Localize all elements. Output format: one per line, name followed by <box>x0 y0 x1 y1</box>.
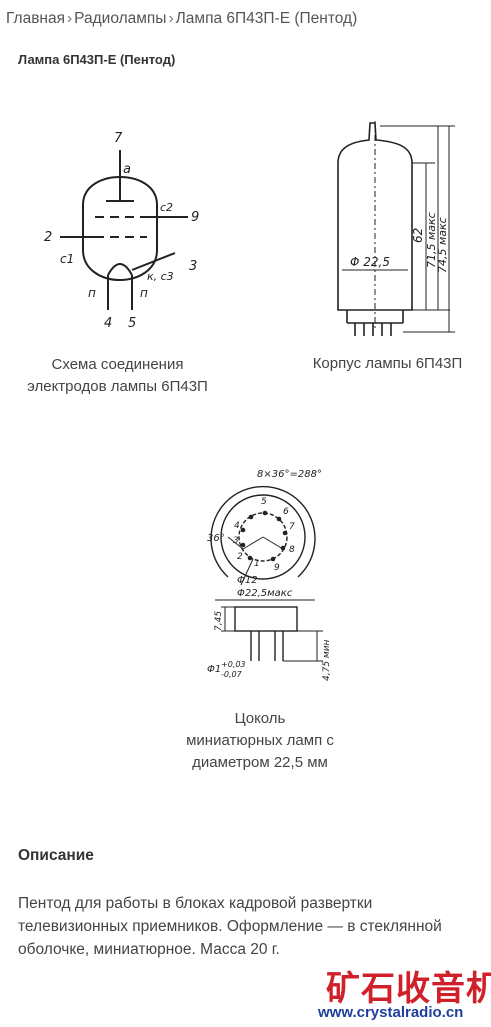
schema-label-k-c3: к, с3 <box>147 270 174 283</box>
tube-body-drawing: Φ 22,5 62 71,5 макс 74,5 макс <box>337 121 455 336</box>
socket-pin-8: 8 <box>289 545 295 555</box>
page-title: Лампа 6П43П-Е (Пентод) <box>18 52 176 67</box>
description-text: Пентод для работы в блоках кадровой разв… <box>18 895 442 958</box>
schema-label-anode: a <box>123 162 131 177</box>
schema-label-pin-9: 9 <box>191 210 199 225</box>
socket-label-angle: 8×36°=288° <box>257 469 322 480</box>
breadcrumb-home-link[interactable]: Главная <box>6 10 65 27</box>
socket-label-diameter: Φ22,5макс <box>237 588 293 599</box>
schema-label-pin-2: 2 <box>44 230 52 245</box>
figure-socket-caption: Цоколь миниатюрных ламп с диаметром 22,5… <box>186 710 334 771</box>
socket-label-circle: Φ12 <box>237 575 258 586</box>
schema-label-pin-3: 3 <box>189 259 197 274</box>
socket-pin-2: 2 <box>237 552 243 562</box>
breadcrumb-separator: › <box>168 10 174 27</box>
socket-drawing: 8×36°=288° 36° 1 2 3 4 5 6 7 8 9 Φ12 Φ22… <box>207 469 332 681</box>
figure-body-caption: Корпус лампы 6П43П <box>312 355 463 372</box>
socket-pin-9: 9 <box>274 563 280 573</box>
socket-label-tol-minus: -0,07 <box>221 670 243 679</box>
schema-label-pin-5: 5 <box>128 316 136 330</box>
breadcrumb: Главная›Радиолампы›Лампа 6П43П-Е (Пентод… <box>6 8 486 30</box>
socket-pin-3: 3 <box>233 536 239 546</box>
schema-label-heater-left: п <box>88 286 96 300</box>
figure-schema: 7 a c2 9 2 c1 к, с3 3 п п 4 5 Схема соед… <box>10 125 225 398</box>
schema-label-c1: c1 <box>60 252 74 266</box>
socket-pin-6: 6 <box>283 507 289 517</box>
body-label-diameter: Φ 22,5 <box>350 255 390 269</box>
body-label-71-5: 71,5 макс <box>425 212 438 268</box>
socket-label-angle-small: 36° <box>207 533 225 544</box>
figure-schema-caption: Схема соединения электродов лампы 6П43П <box>27 356 208 395</box>
schema-label-pin-7: 7 <box>114 131 123 146</box>
socket-pin-4: 4 <box>234 521 240 531</box>
socket-label-pin-len: 4,75 мин <box>322 639 332 681</box>
socket-label-pin-dia: Φ1 <box>207 664 221 675</box>
breadcrumb-separator: › <box>67 10 73 27</box>
socket-pin-5: 5 <box>261 497 267 507</box>
socket-pin-7: 7 <box>289 522 295 532</box>
description-title: Описание <box>18 847 94 864</box>
schema-label-pin-4: 4 <box>104 316 112 330</box>
socket-pin-1: 1 <box>254 559 260 569</box>
body-label-74-5: 74,5 макс <box>436 217 449 273</box>
schema-label-heater-right: п <box>140 286 148 300</box>
socket-label-tol-plus: +0,03 <box>221 660 246 669</box>
breadcrumb-current: Лампа 6П43П-Е (Пентод) <box>175 10 358 27</box>
watermark-logo: 矿石收音机 <box>326 969 491 1009</box>
socket-label-height: 7,45 <box>214 611 224 631</box>
figure-body: Φ 22,5 62 71,5 макс 74,5 макс Корпус лам… <box>300 118 475 375</box>
schema-label-c2: c2 <box>160 201 173 214</box>
schema-diagram: 7 a c2 9 2 c1 к, с3 3 п п 4 5 <box>44 131 199 330</box>
figure-socket: 8×36°=288° 36° 1 2 3 4 5 6 7 8 9 Φ12 Φ22… <box>185 467 335 774</box>
body-label-62: 62 <box>411 228 425 243</box>
breadcrumb-tubes-link[interactable]: Радиолампы <box>74 10 167 27</box>
watermark-url: www.crystalradio.cn <box>318 1004 464 1021</box>
